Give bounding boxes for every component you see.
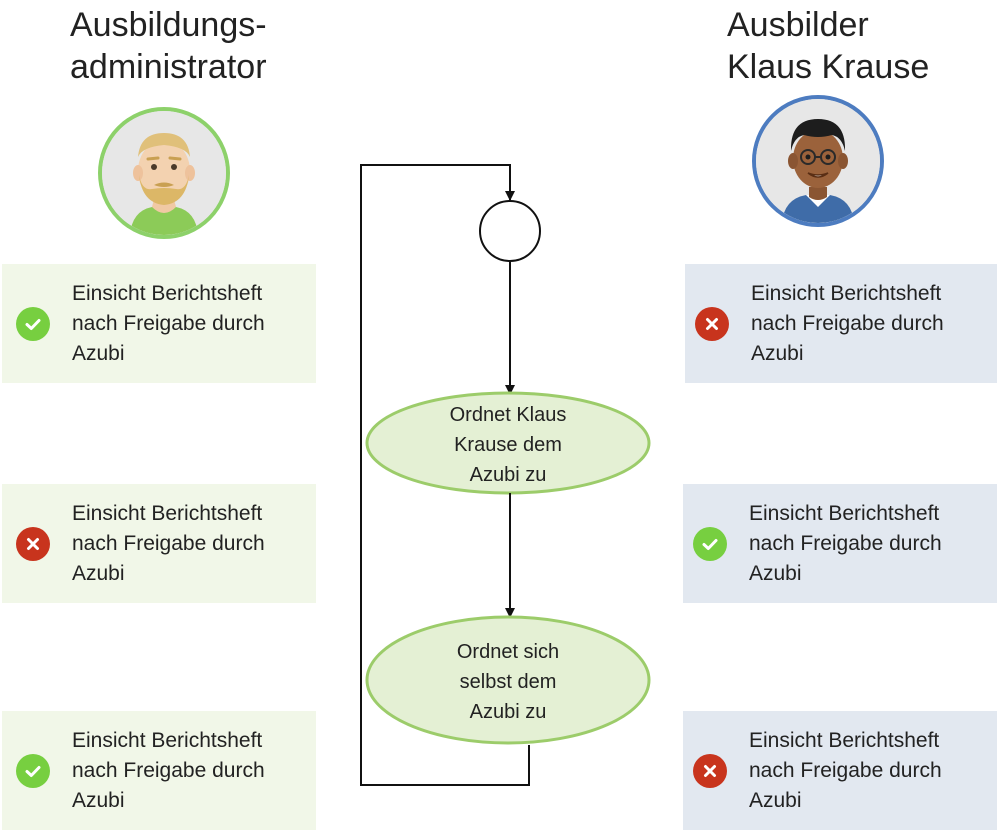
permission-text-line: nach Freigabe durch [72,311,265,335]
check-circle-icon [16,753,50,788]
permission-text: Einsicht Berichtsheft nach Freigabe durc… [749,499,942,589]
permission-text-line: Einsicht Berichtsheft [72,501,263,525]
permission-text-line: nach Freigabe durch [72,758,265,782]
loop-back-connector [360,164,530,786]
permission-text-line: Einsicht Berichtsheft [751,281,942,305]
trainer-permission-card: Einsicht Berichtsheft nach Freigabe durc… [683,484,997,603]
role-title-line: Ausbildungs- [70,6,267,44]
x-circle-icon [16,526,50,561]
role-title-trainer: Ausbilder Klaus Krause [727,4,929,88]
flow-node-assign-trainer [365,391,651,495]
permission-text-line: Azubi [72,788,125,812]
trainer-permission-card: Einsicht Berichtsheft nach Freigabe durc… [685,264,997,383]
permission-text: Einsicht Berichtsheft nach Freigabe durc… [72,726,265,816]
permission-text: Einsicht Berichtsheft nach Freigabe durc… [751,279,944,369]
permission-text-line: nach Freigabe durch [72,531,265,555]
permission-text-line: Azubi [72,341,125,365]
permission-text-line: Azubi [72,561,125,585]
permission-text: Einsicht Berichtsheft nach Freigabe durc… [72,499,265,589]
check-circle-icon [16,306,50,341]
permission-text-line: Azubi [751,341,804,365]
permission-text-line: Einsicht Berichtsheft [749,501,940,525]
flow-node-label-line: Ordnet sich [456,641,560,663]
flow-node-assign-self [365,615,651,745]
flow-node-label-line: Krause dem [454,434,562,456]
permission-text-line: nach Freigabe durch [751,311,944,335]
permission-text-line: Einsicht Berichtsheft [749,728,940,752]
role-title-line: administrator [70,48,267,86]
permission-text-line: nach Freigabe durch [749,531,942,555]
bearded-man-avatar-icon [102,111,226,235]
role-title-line: Klaus Krause [727,48,930,86]
flow-node-label: Ordnet sich selbst dem Azubi zu [388,637,628,727]
role-title-line: Ausbilder [727,6,869,44]
permission-text-line: Azubi [749,561,802,585]
flow-node-label-line: Azubi zu [469,464,547,486]
trainer-permission-card: Einsicht Berichtsheft nach Freigabe durc… [683,711,997,830]
flow-node-label-line: selbst dem [459,671,557,693]
flow-node-label-line: Azubi zu [469,701,547,723]
x-circle-icon [695,306,729,341]
start-node [479,200,541,262]
admin-permission-card: Einsicht Berichtsheft nach Freigabe durc… [2,484,316,603]
permission-text-line: Azubi [749,788,802,812]
permission-text-line: nach Freigabe durch [749,758,942,782]
permission-text-line: Einsicht Berichtsheft [72,728,263,752]
man-with-glasses-avatar-icon [756,99,880,223]
trainer-avatar [752,95,884,227]
flow-node-label-line: Ordnet Klaus [449,404,567,426]
check-circle-icon [693,526,727,561]
permission-text-line: Einsicht Berichtsheft [72,281,263,305]
admin-permission-card: Einsicht Berichtsheft nach Freigabe durc… [2,711,316,830]
permission-text: Einsicht Berichtsheft nach Freigabe durc… [749,726,942,816]
x-circle-icon [693,753,727,788]
admin-permission-card: Einsicht Berichtsheft nach Freigabe durc… [2,264,316,383]
permission-text: Einsicht Berichtsheft nach Freigabe durc… [72,279,265,369]
role-title-admin: Ausbildungs- administrator [70,4,267,88]
flow-node-label: Ordnet Klaus Krause dem Azubi zu [388,400,628,490]
admin-avatar [98,107,230,239]
